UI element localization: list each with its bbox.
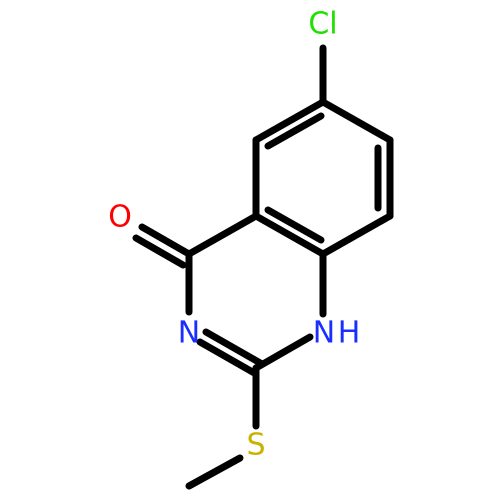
bond-c8a-c4a bbox=[252, 212, 327, 258]
bond-c6-c7 bbox=[319, 98, 394, 144]
bonds bbox=[132, 44, 394, 490]
bond-c4-o-1 bbox=[138, 223, 193, 258]
atom-nitrogen-3: N bbox=[178, 316, 200, 351]
atom-chlorine: Cl bbox=[308, 7, 337, 42]
bond-n3-c2-2 bbox=[202, 328, 266, 368]
atom-oxygen: O bbox=[108, 200, 132, 235]
atom-labels: Cl O N N H S bbox=[108, 7, 360, 463]
bond-c8-c8a bbox=[319, 212, 394, 258]
atom-nitrogen-1: N bbox=[313, 316, 335, 351]
atom-sulfur: S bbox=[246, 428, 265, 463]
bond-c5-c6 bbox=[252, 98, 327, 144]
bond-c5-c6-inner bbox=[264, 112, 325, 150]
bond-s-ch3 bbox=[185, 454, 244, 490]
atom-hydrogen-1: H bbox=[338, 316, 361, 351]
bond-c4a-c4 bbox=[185, 212, 260, 258]
bond-c4-o-2 bbox=[132, 234, 187, 269]
bond-c2-n1 bbox=[252, 333, 314, 372]
bond-c8a-c4a-inner bbox=[264, 206, 325, 244]
bond-n3-c2-1 bbox=[196, 338, 260, 378]
